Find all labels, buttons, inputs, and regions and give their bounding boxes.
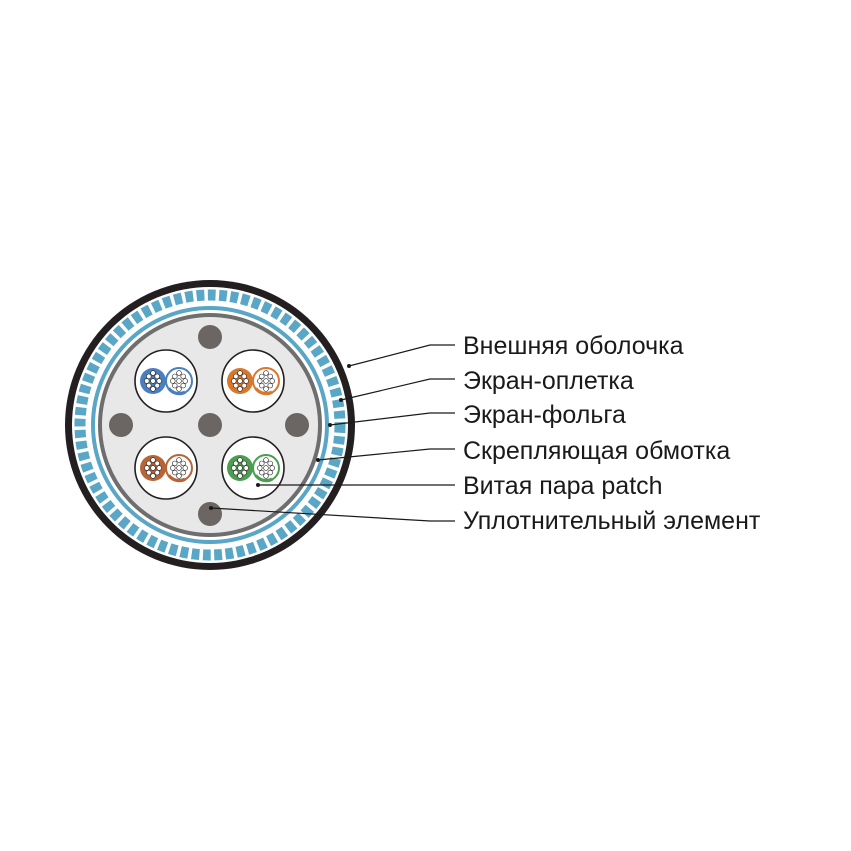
filler-element-bottom	[198, 502, 222, 526]
label-binder-tape: Скрепляющая обмотка	[463, 437, 730, 465]
twisted-pair-orange	[221, 349, 285, 413]
leader-dot-binder-tape	[316, 458, 320, 462]
label-twisted-pair: Витая пара patch	[463, 472, 663, 500]
filler-element-center	[198, 413, 222, 437]
pair-strands-striped	[255, 457, 277, 479]
leader-outer-jacket	[348, 344, 455, 367]
filler-element-left	[109, 413, 133, 437]
braid-shield-ring	[74, 289, 346, 561]
leader-lines	[210, 344, 455, 522]
leader-braid-shield	[340, 378, 455, 401]
pair-strands-colored	[142, 457, 164, 479]
leader-foil-shield	[329, 412, 455, 426]
leader-dot-braid-shield	[339, 398, 343, 402]
pair-strands-colored	[229, 370, 251, 392]
leader-filler-element	[210, 507, 455, 522]
label-braid-shield: Экран-оплетка	[463, 367, 634, 395]
twisted-pair-blue	[134, 349, 198, 413]
pair-strands-striped	[168, 370, 190, 392]
twisted-pair-brown	[134, 436, 198, 500]
twisted-pair-green	[221, 436, 285, 500]
label-outer-jacket: Внешняя оболочка	[463, 332, 684, 360]
label-filler-element: Уплотнительный элемент	[463, 507, 761, 535]
filler-element-right	[285, 413, 309, 437]
leader-dot-foil-shield	[328, 423, 332, 427]
leader-dot-filler-element	[209, 506, 213, 510]
pair-strands-colored	[229, 457, 251, 479]
pair-strands-striped	[255, 370, 277, 392]
leader-binder-tape	[317, 448, 455, 461]
leader-dot-twisted-pair	[256, 483, 260, 487]
filler-element-top	[198, 325, 222, 349]
foil-shield-ring	[91, 306, 329, 544]
binder-tape-ring	[98, 313, 322, 537]
twisted-pairs	[134, 349, 285, 500]
leader-dots	[209, 364, 351, 510]
leader-dot-outer-jacket	[347, 364, 351, 368]
pair-strands-striped	[168, 457, 190, 479]
pair-strands-colored	[142, 370, 164, 392]
label-foil-shield: Экран-фольга	[463, 401, 626, 429]
